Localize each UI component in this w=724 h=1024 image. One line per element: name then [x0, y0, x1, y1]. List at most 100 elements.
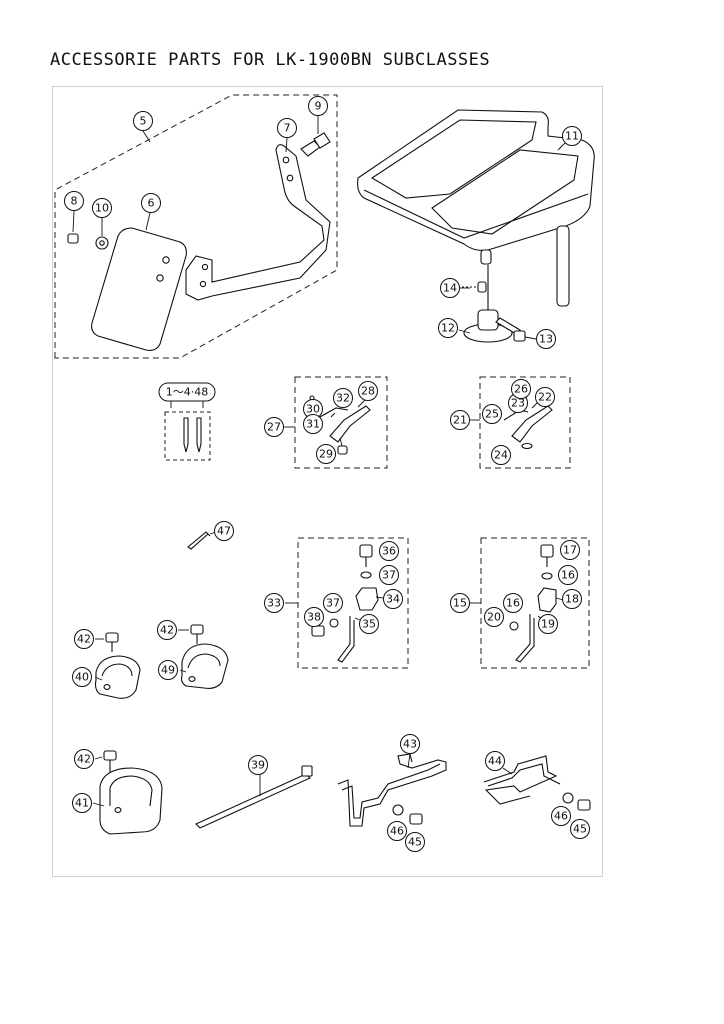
part-7-bracket: [185, 144, 331, 301]
svg-text:14: 14: [443, 282, 457, 295]
svg-text:42: 42: [160, 624, 174, 637]
callout-6: 6: [141, 193, 161, 213]
callout-29: 29: [316, 444, 336, 464]
svg-text:8: 8: [71, 195, 78, 208]
svg-text:15: 15: [453, 597, 467, 610]
part-9-screw: [300, 132, 331, 157]
group-33: [285, 537, 409, 669]
part-22-lever: [511, 405, 553, 443]
part-49-clamp: [178, 624, 229, 689]
callout-7: 7: [277, 118, 297, 138]
svg-text:12: 12: [441, 322, 455, 335]
svg-text:42: 42: [77, 753, 91, 766]
group-21: [470, 376, 571, 469]
callout-28: 28: [358, 381, 378, 401]
callout-36: 36: [379, 541, 399, 561]
svg-text:46: 46: [554, 810, 568, 823]
callout-45b: 45: [570, 819, 590, 839]
part-43-wire-guide: [337, 753, 447, 827]
part-18-block: [537, 587, 557, 613]
svg-text:23: 23: [511, 397, 525, 410]
svg-text:20: 20: [487, 611, 501, 624]
callout-42c: 42: [74, 749, 94, 769]
svg-text:45: 45: [573, 823, 587, 836]
svg-text:38: 38: [307, 611, 321, 624]
callout-35: 35: [359, 614, 379, 634]
svg-text:5: 5: [140, 115, 147, 128]
callout-20: 20: [484, 607, 504, 627]
svg-text:43: 43: [403, 738, 417, 751]
part-8-screw: [67, 233, 79, 244]
svg-text:49: 49: [161, 664, 175, 677]
tray-assembly-group: [357, 109, 595, 343]
callout-31: 31: [303, 414, 323, 434]
part-44-wire-guide: [483, 755, 591, 811]
part-16-washer: [541, 572, 553, 580]
callout-8: 8: [64, 191, 84, 211]
svg-text:11: 11: [565, 130, 579, 143]
part-35-wire: [337, 616, 355, 663]
part-6-plate: [91, 227, 187, 351]
page-title: ACCESSORIE PARTS FOR LK-1900BN SUBCLASSE…: [50, 50, 491, 70]
callout-45a: 45: [405, 832, 425, 852]
callout-25: 25: [482, 404, 502, 424]
svg-text:37: 37: [382, 569, 396, 582]
part-41-clamp: [92, 750, 163, 835]
callout-37a: 37: [379, 565, 399, 585]
svg-text:32: 32: [336, 392, 350, 405]
callout-26: 26: [511, 379, 531, 399]
svg-text:6: 6: [148, 197, 155, 210]
callout-21: 21: [450, 410, 470, 430]
callout-43: 43: [400, 734, 420, 754]
group-27: [284, 376, 388, 469]
svg-text:40: 40: [75, 671, 89, 684]
svg-text:39: 39: [251, 759, 265, 772]
svg-text:33: 33: [267, 597, 281, 610]
callout-14: 14: [440, 278, 460, 298]
callout-15: 15: [450, 593, 470, 613]
part-37-washer: [360, 571, 372, 579]
callout-5: 5: [133, 111, 153, 131]
part-19-wire: [515, 614, 535, 663]
svg-text:13: 13: [539, 333, 553, 346]
svg-text:46: 46: [390, 825, 404, 838]
callout-37b: 37: [323, 593, 343, 613]
svg-text:30: 30: [306, 403, 320, 416]
diagram-frame: [52, 86, 603, 877]
svg-text:26: 26: [514, 383, 528, 396]
callout-39: 39: [248, 755, 268, 775]
svg-text:24: 24: [494, 449, 508, 462]
svg-text:9: 9: [315, 100, 322, 113]
part-38-screw: [311, 625, 325, 637]
callout-24: 24: [491, 445, 511, 465]
part-11-tray: [357, 109, 595, 307]
svg-text:22: 22: [538, 391, 552, 404]
part-36-screw: [359, 544, 373, 558]
callout-13: 13: [536, 329, 556, 349]
part-17-screw: [540, 544, 554, 558]
callout-42a: 42: [74, 629, 94, 649]
svg-text:35: 35: [362, 618, 376, 631]
callout-38: 38: [304, 607, 324, 627]
callout-17: 17: [560, 540, 580, 560]
callout-34: 34: [383, 589, 403, 609]
svg-text:29: 29: [319, 448, 333, 461]
callout-33: 33: [264, 593, 284, 613]
part-13-setscrew: [495, 317, 526, 342]
callout-32: 32: [333, 388, 353, 408]
svg-text:41: 41: [75, 797, 89, 810]
svg-text:34: 34: [386, 593, 400, 606]
callout-22: 22: [535, 387, 555, 407]
svg-text:21: 21: [453, 414, 467, 427]
callout-19: 19: [538, 614, 558, 634]
callout-46a: 46: [387, 821, 407, 841]
part-12-collar: [463, 265, 513, 343]
svg-text:1～4·48: 1～4·48: [166, 386, 209, 399]
part-29-screw: [337, 445, 348, 455]
svg-text:42: 42: [77, 633, 91, 646]
svg-text:16: 16: [561, 569, 575, 582]
part-39-cable-tie: [195, 765, 313, 829]
svg-text:18: 18: [565, 593, 579, 606]
treadle-assembly-group: [54, 94, 338, 359]
